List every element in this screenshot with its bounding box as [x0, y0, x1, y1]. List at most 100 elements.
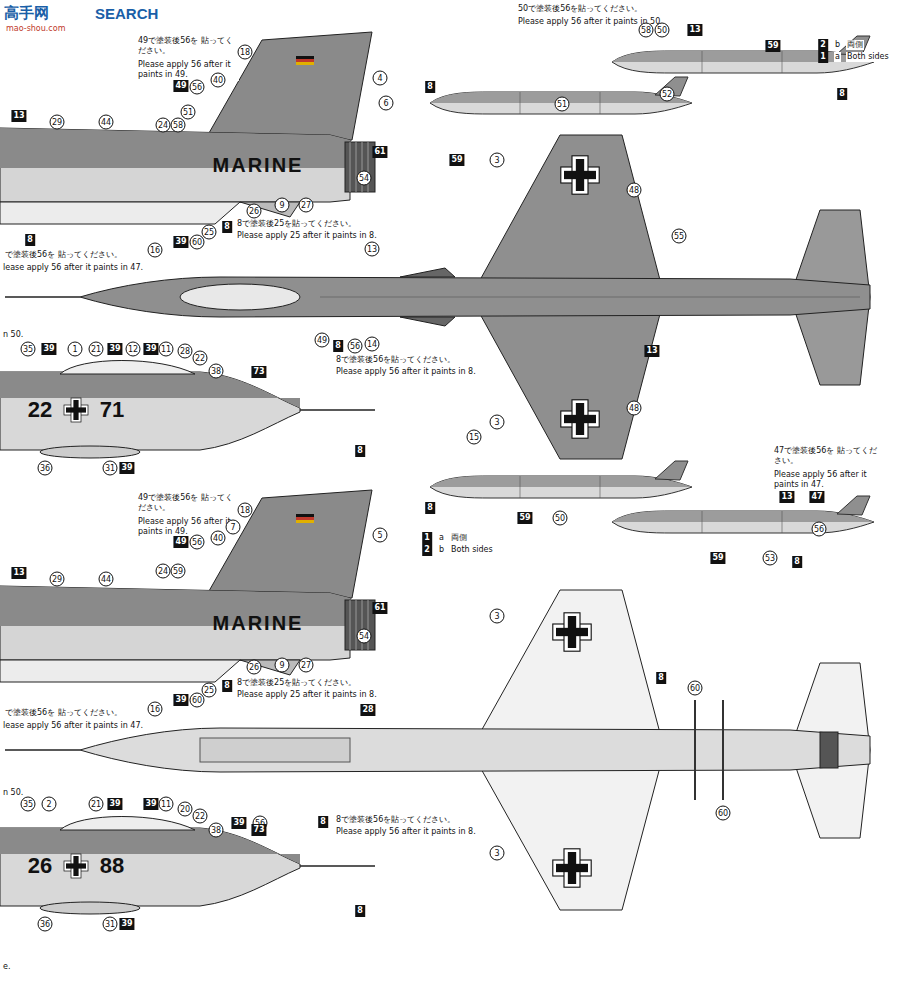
- callout-number: 9: [275, 198, 290, 213]
- note-text: 8で塗装後56を貼ってください。: [335, 815, 456, 825]
- watermark: SEARCH: [95, 5, 158, 22]
- callout-box: 8: [425, 502, 435, 514]
- note-text: Please apply 56 after it paints in 8.: [335, 367, 477, 377]
- note-text: n 50.: [2, 788, 24, 798]
- callout-box: 59: [449, 154, 464, 166]
- cross-marking: [64, 398, 88, 422]
- callout-number: 24: [156, 564, 171, 579]
- callout-number: 27: [299, 198, 314, 213]
- callout-number: 44: [99, 115, 114, 130]
- callout-number: 13: [365, 242, 380, 257]
- callout-box: 39: [119, 918, 134, 930]
- callout-number: 3: [490, 609, 505, 624]
- drop-tank: [612, 36, 874, 73]
- callout-box: 8: [355, 445, 365, 457]
- callout-number: 48: [627, 401, 642, 416]
- callout-number: 21: [89, 342, 104, 357]
- callout-box: 8: [333, 340, 343, 352]
- callout-box: 8: [318, 816, 328, 828]
- note-text: 49で塗装後56を 貼ってください。: [137, 493, 239, 514]
- callout-number: 7: [226, 520, 241, 535]
- callout-number: 58: [639, 23, 654, 38]
- callout-number: 54: [357, 171, 372, 186]
- callout-box: 8: [222, 221, 232, 233]
- callout-number: 54: [357, 629, 372, 644]
- callout-number: 22: [193, 809, 208, 824]
- callout-box: 8: [837, 88, 847, 100]
- note-text: 8で塗装後25を貼ってください。: [236, 219, 357, 229]
- callout-box: 61: [372, 146, 387, 158]
- callout-number: 16: [148, 702, 163, 717]
- callout-box: 61: [372, 602, 387, 614]
- callout-number: 11: [159, 797, 174, 812]
- callout-number: 18: [238, 503, 253, 518]
- side-label: b: [438, 545, 445, 555]
- callout-number: 14: [365, 337, 380, 352]
- callout-number: 56: [812, 522, 827, 537]
- note-text: 8で塗装後25を貼ってください。: [236, 678, 357, 688]
- callout-number: 40: [211, 531, 226, 546]
- bottom-view: [5, 590, 870, 910]
- callout-number: 5: [373, 528, 388, 543]
- callout-box: 39: [107, 343, 122, 355]
- callout-number: 60: [716, 806, 731, 821]
- callout-number: 49: [315, 333, 330, 348]
- callout-number: 4: [373, 71, 388, 86]
- watermark: mao-shou.com: [6, 24, 65, 33]
- callout-box: 8: [25, 234, 35, 246]
- callout-number: 3: [490, 415, 505, 430]
- callout-number: 26: [247, 204, 262, 219]
- note-text: n 50.: [2, 330, 24, 340]
- callout-number: 36: [38, 461, 53, 476]
- callout-box: 13: [11, 110, 26, 122]
- side-label: a: [834, 52, 841, 62]
- callout-box: 13: [687, 24, 702, 36]
- note-text: 8で塗装後56を貼ってください。: [335, 355, 456, 365]
- callout-box: 59: [765, 40, 780, 52]
- side-label: b: [834, 40, 841, 50]
- aircraft-number: 71: [100, 397, 124, 423]
- cross-marking: [64, 854, 88, 878]
- callout-number: 31: [103, 917, 118, 932]
- callout-number: 35: [21, 797, 36, 812]
- callout-box: 1: [818, 51, 828, 63]
- drop-tank: [430, 77, 692, 114]
- callout-box: 2: [818, 39, 828, 51]
- callout-number: 48: [627, 183, 642, 198]
- side-label: a: [438, 533, 445, 543]
- drop-tank: [612, 496, 874, 533]
- note-text: lease apply 56 after it paints in 47.: [2, 721, 144, 731]
- callout-number: 28: [178, 344, 193, 359]
- callout-number: 60: [190, 235, 205, 250]
- callout-number: 36: [38, 917, 53, 932]
- aircraft-number: 26: [28, 853, 52, 879]
- callout-number: 56: [190, 80, 205, 95]
- callout-box: 8: [425, 81, 435, 93]
- callout-box: 13: [11, 567, 26, 579]
- callout-box: 59: [710, 552, 725, 564]
- callout-box: 73: [251, 366, 266, 378]
- callout-box: 73: [251, 824, 266, 836]
- callout-number: 53: [763, 551, 778, 566]
- aircraft-number: 88: [100, 853, 124, 879]
- callout-box: 39: [143, 798, 158, 810]
- callout-number: 25: [202, 225, 217, 240]
- callout-box: 28: [360, 704, 375, 716]
- callout-box: 39: [119, 462, 134, 474]
- callout-number: 35: [21, 342, 36, 357]
- note-text: Please apply 25 after it paints in 8.: [236, 231, 378, 241]
- callout-box: 39: [107, 798, 122, 810]
- callout-number: 27: [299, 658, 314, 673]
- callout-box: 13: [779, 491, 794, 503]
- callout-box: 8: [222, 680, 232, 692]
- callout-box: 8: [792, 556, 802, 568]
- callout-number: 26: [247, 660, 262, 675]
- side-label: Both sides: [846, 52, 890, 62]
- callout-box: 49: [173, 80, 188, 92]
- callout-number: 18: [238, 45, 253, 60]
- callout-box: 2: [422, 544, 432, 556]
- callout-number: 59: [171, 564, 186, 579]
- marking-text: MARINE: [213, 612, 304, 635]
- callout-number: 29: [50, 115, 65, 130]
